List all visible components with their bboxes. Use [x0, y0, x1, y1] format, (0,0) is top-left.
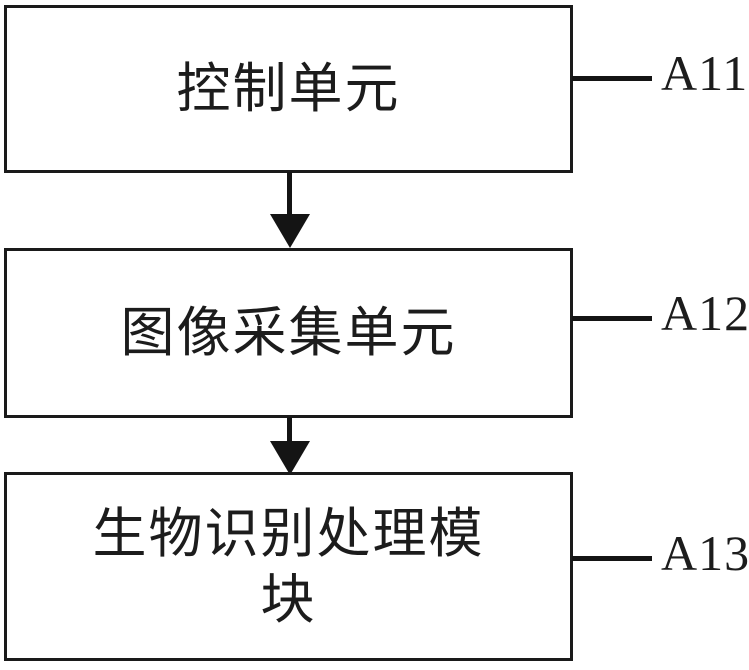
leader-line-a12	[572, 316, 652, 321]
arrow-stem	[287, 417, 292, 443]
block-image-capture-unit[interactable]: 图像采集单元	[4, 248, 573, 418]
arrow-head-down-icon	[270, 214, 310, 248]
arrow-capture-to-biometric	[270, 417, 310, 475]
arrow-head-down-icon	[270, 441, 310, 475]
arrow-control-to-capture	[270, 172, 310, 250]
block-control-unit-label: 控制单元	[176, 57, 401, 121]
reference-numeral-a12: A12	[661, 285, 749, 341]
leader-line-a13	[572, 556, 652, 561]
block-biometric-processing-module[interactable]: 生物识别处理模 块	[4, 472, 573, 661]
block-image-capture-unit-label: 图像采集单元	[120, 301, 457, 365]
block-biometric-processing-module-label: 生物识别处理模 块	[92, 501, 485, 631]
reference-numeral-a11: A11	[661, 45, 749, 101]
leader-line-a11	[572, 76, 652, 81]
block-control-unit[interactable]: 控制单元	[4, 5, 573, 173]
arrow-stem	[287, 172, 292, 216]
reference-numeral-a13: A13	[661, 525, 749, 581]
